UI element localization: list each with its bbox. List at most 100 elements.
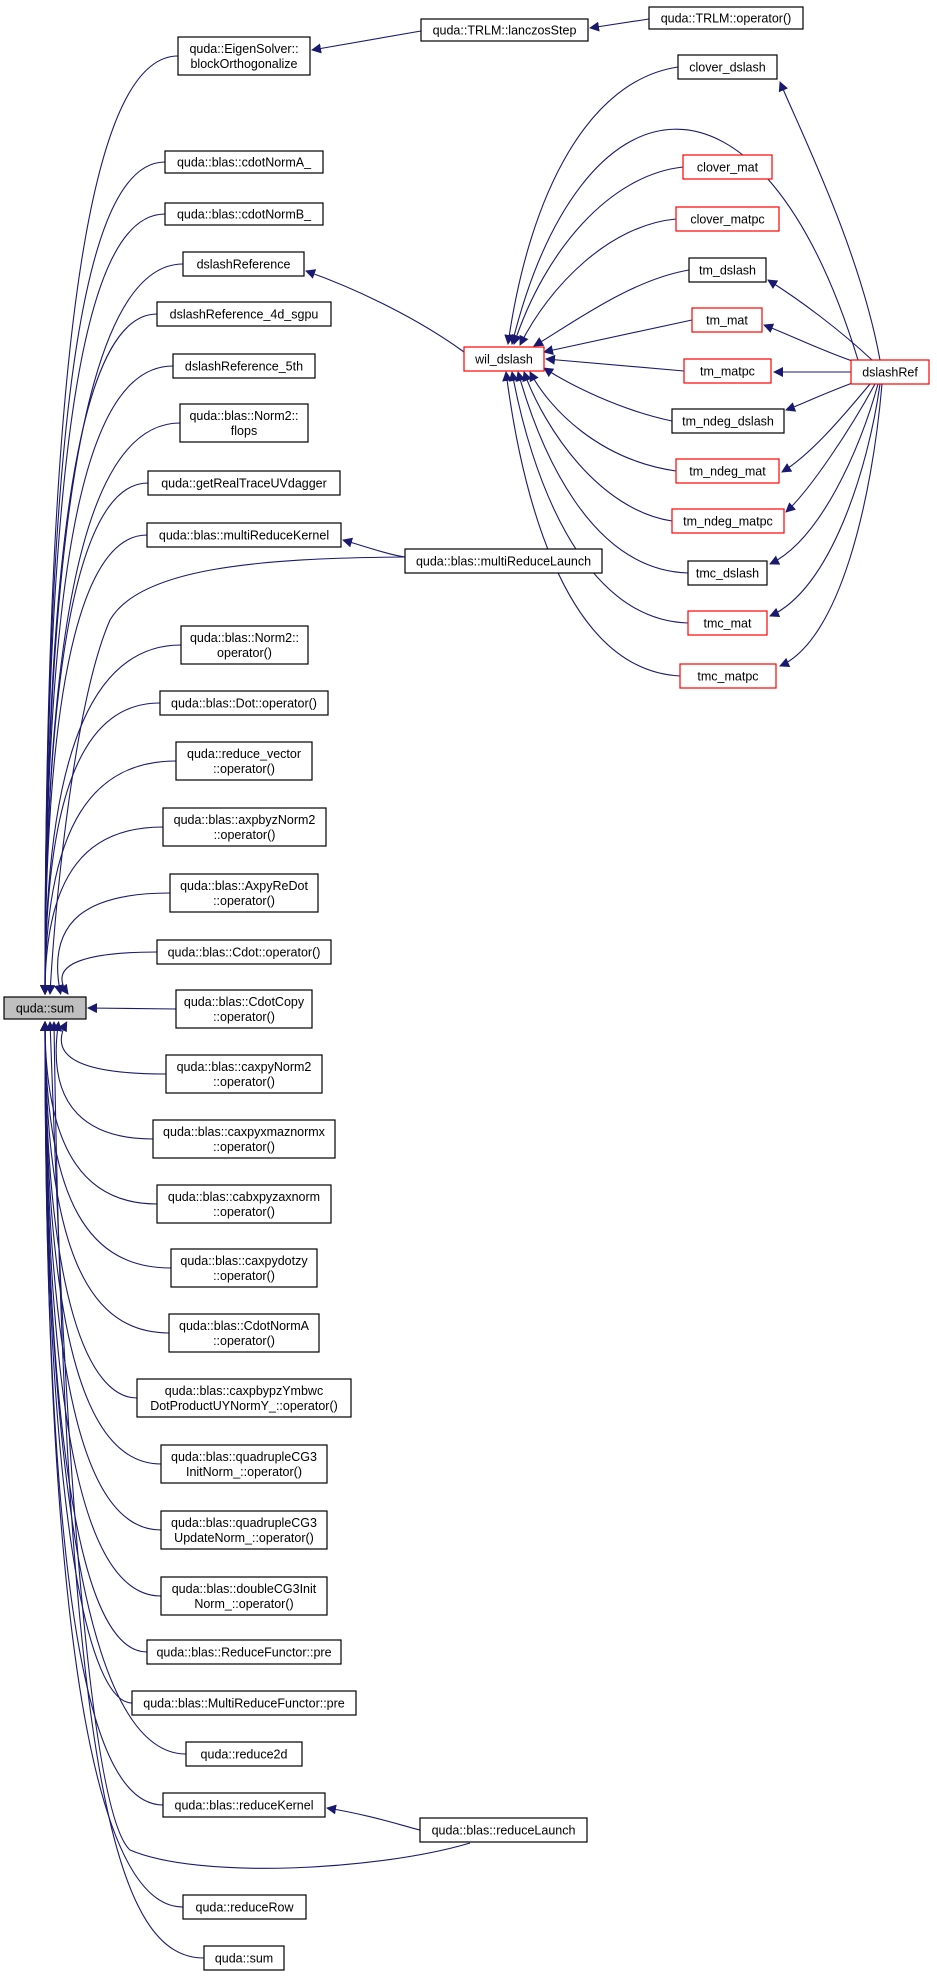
- graph-node-caxpydz[interactable]: quda::blas::caxpydotzy::operator(): [170, 1248, 318, 1288]
- node-box: [687, 560, 768, 586]
- graph-node-lanc[interactable]: quda::TRLM::lanczosStep: [420, 18, 589, 42]
- node-label: quda::blas::MultiReduceFunctor::pre: [143, 1697, 345, 1711]
- graph-node-tmcmpc[interactable]: tmc_matpc: [679, 663, 777, 689]
- graph-node-n2op[interactable]: quda::blas::Norm2::operator(): [180, 625, 309, 665]
- graph-node-cdotcopy[interactable]: quda::blas::CdotCopy::operator(): [175, 989, 313, 1029]
- graph-node-tmnm[interactable]: tm_ndeg_mat: [675, 458, 780, 484]
- node-label: tm_mat: [706, 314, 748, 328]
- graph-node-grt[interactable]: quda::getRealTraceUVdagger: [147, 470, 341, 496]
- graph-node-axpbyz[interactable]: quda::blas::axpbyzNorm2::operator(): [162, 807, 327, 847]
- graph-node-mrfpre[interactable]: quda::blas::MultiReduceFunctor::pre: [131, 1690, 357, 1716]
- edge-tmmpc-to-wil: [545, 354, 685, 372]
- graph-node-d3init[interactable]: quda::blas::doubleCG3InitNorm_::operator…: [160, 1576, 328, 1616]
- graph-node-wil[interactable]: wil_dslash: [463, 346, 545, 372]
- graph-node-r2d[interactable]: quda::reduce2d: [185, 1741, 303, 1767]
- graph-node-rfpre[interactable]: quda::blas::ReduceFunctor::pre: [146, 1639, 342, 1665]
- graph-node-caxpyn2[interactable]: quda::blas::caxpyNorm2::operator(): [165, 1054, 323, 1094]
- node-label: quda::blas::multiReduceLaunch: [416, 555, 591, 569]
- node-box: [164, 202, 324, 226]
- graph-node-cdotna[interactable]: quda::blas::CdotNormA::operator(): [168, 1313, 320, 1353]
- edge-clovm-to-wil: [512, 166, 684, 345]
- graph-node-dref[interactable]: dslashReference: [182, 251, 305, 277]
- graph-node-tmnd[interactable]: tm_ndeg_dslash: [671, 408, 785, 434]
- edge-axpbyz-to-qsum: [40, 826, 164, 995]
- edge-cdotna-to-qsum: [40, 1021, 170, 1334]
- edge-cdotA-to-qsum: [40, 161, 166, 995]
- node-box: [160, 1444, 328, 1484]
- graph-node-caxpbypz[interactable]: quda::blas::caxpbypzYmbwcDotProductUYNor…: [136, 1378, 352, 1418]
- graph-node-cdotA[interactable]: quda::blas::cdotNormA_: [164, 150, 324, 174]
- graph-node-mrl[interactable]: quda::blas::multiReduceLaunch: [404, 548, 603, 574]
- graph-node-rk[interactable]: quda::blas::reduceKernel: [162, 1792, 326, 1818]
- edge-dsref-to-tmnm: [781, 383, 871, 473]
- graph-node-clovm[interactable]: clover_mat: [682, 154, 773, 180]
- graph-node-caxpyxm[interactable]: quda::blas::caxpyxmaznormx::operator(): [152, 1119, 336, 1159]
- graph-node-axpyre[interactable]: quda::blas::AxpyReDot::operator(): [169, 873, 319, 913]
- graph-node-eig[interactable]: quda::EigenSolver::blockOrthogonalize: [177, 36, 311, 76]
- graph-node-tmd[interactable]: tm_dslash: [688, 257, 767, 283]
- node-label: quda::blas::CdotCopy: [184, 995, 305, 1009]
- graph-node-tmnmpc[interactable]: tm_ndeg_matpc: [671, 508, 785, 534]
- graph-node-rl[interactable]: quda::blas::reduceLaunch: [419, 1817, 588, 1843]
- graph-node-clovd[interactable]: clover_dslash: [677, 54, 778, 80]
- graph-node-trlmop[interactable]: quda::TRLM::operator(): [648, 6, 804, 30]
- node-label: ::operator(): [213, 1205, 275, 1219]
- node-label: ::operator(): [214, 828, 276, 842]
- edge-axpyre-to-qsum: [53, 892, 171, 995]
- graph-node-dsref[interactable]: dslashRef: [850, 359, 930, 385]
- node-label: quda::blas::axpbyzNorm2: [174, 813, 316, 827]
- graph-node-tmmpc[interactable]: tm_matpc: [683, 358, 772, 384]
- node-label: quda::blas::Cdot::operator(): [168, 946, 321, 960]
- node-label: ::operator(): [213, 1075, 275, 1089]
- node-label: tm_matpc: [700, 365, 755, 379]
- node-box: [160, 1576, 328, 1616]
- edge-r2d-to-qsum: [40, 1021, 187, 1755]
- edge-dsref-to-tmnd: [785, 381, 856, 412]
- graph-node-qsum[interactable]: quda::sum: [3, 996, 87, 1020]
- graph-node-cdotop[interactable]: quda::blas::Cdot::operator(): [156, 939, 332, 965]
- edge-caxpyxm-to-qsum: [52, 1021, 154, 1140]
- node-label: quda::blas::multiReduceKernel: [159, 529, 329, 543]
- graph-node-q3init[interactable]: quda::blas::quadrupleCG3InitNorm_::opera…: [160, 1444, 328, 1484]
- node-box: [169, 873, 319, 913]
- graph-node-qsum2[interactable]: quda::sum: [203, 1945, 285, 1971]
- graph-node-clovmpc[interactable]: clover_matpc: [675, 206, 780, 232]
- graph-node-dotop[interactable]: quda::blas::Dot::operator(): [159, 690, 329, 716]
- node-box: [677, 54, 778, 80]
- graph-node-tmcm[interactable]: tmc_mat: [687, 610, 768, 636]
- edge-tmnm-to-wil: [529, 371, 677, 472]
- graph-node-q3upd[interactable]: quda::blas::quadrupleCG3UpdateNorm_::ope…: [160, 1510, 328, 1550]
- node-label: dslashReference_4d_sgpu: [170, 308, 319, 322]
- node-box: [160, 1510, 328, 1550]
- graph-node-n2flops[interactable]: quda::blas::Norm2::flops: [179, 403, 309, 443]
- node-label: Norm_::operator(): [194, 1597, 293, 1611]
- node-box: [850, 359, 930, 385]
- node-box: [165, 1054, 323, 1094]
- node-box: [162, 1792, 326, 1818]
- node-box: [146, 1639, 342, 1665]
- graph-node-tmcd[interactable]: tmc_dslash: [687, 560, 768, 586]
- graph-node-dref4d[interactable]: dslashReference_4d_sgpu: [156, 301, 332, 327]
- node-label: quda::blas::cabxpyzaxnorm: [168, 1190, 320, 1204]
- edge-dsref-to-tmcm: [769, 383, 881, 617]
- node-label: tm_ndeg_dslash: [682, 415, 774, 429]
- graph-node-tmm[interactable]: tm_mat: [691, 307, 763, 333]
- node-box: [671, 508, 785, 534]
- node-label: tmc_matpc: [697, 670, 758, 684]
- graph-node-rrow[interactable]: quda::reduceRow: [182, 1894, 307, 1920]
- node-label: quda::TRLM::operator(): [661, 12, 792, 26]
- node-label: clover_matpc: [690, 213, 764, 227]
- graph-node-dref5[interactable]: dslashReference_5th: [172, 353, 316, 379]
- graph-node-cdotB[interactable]: quda::blas::cdotNormB_: [164, 202, 324, 226]
- graph-node-rv[interactable]: quda::reduce_vector::operator(): [175, 741, 313, 781]
- node-label: UpdateNorm_::operator(): [174, 1531, 314, 1545]
- edge-cdotcopy-to-qsum: [87, 1003, 177, 1014]
- graph-node-cabx[interactable]: quda::blas::cabxpyzaxnorm::operator(): [156, 1184, 332, 1224]
- node-label: quda::blas::quadrupleCG3: [171, 1450, 317, 1464]
- node-label: quda::reduce2d: [201, 1748, 288, 1762]
- graph-node-mrk[interactable]: quda::blas::multiReduceKernel: [146, 522, 342, 548]
- node-label: quda::sum: [16, 1002, 74, 1016]
- node-label: ::operator(): [213, 1269, 275, 1283]
- edge-tmnmpc-to-wil: [522, 371, 673, 522]
- edge-tmcd-to-wil: [515, 371, 689, 574]
